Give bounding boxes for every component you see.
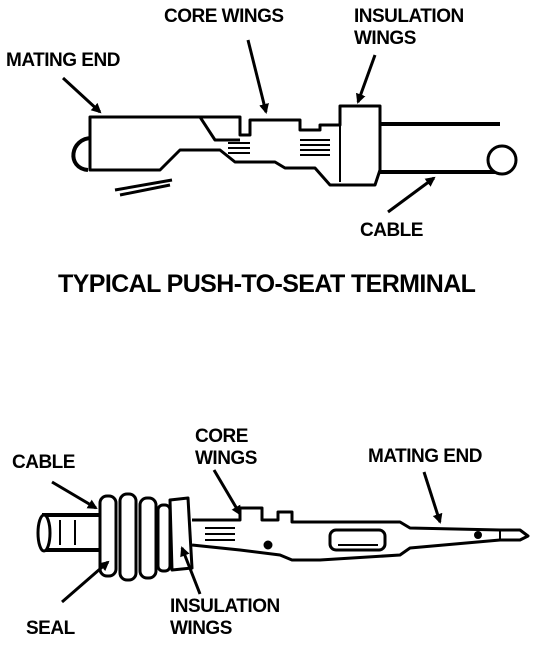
bottom-seal-label: SEAL <box>26 618 75 639</box>
top-cable-label: CABLE <box>360 220 423 241</box>
top-insulation-wings-label: INSULATION WINGS <box>354 6 464 49</box>
bottom-mating-end-label: MATING END <box>368 446 482 467</box>
figure-caption: TYPICAL PUSH-TO-SEAT TERMINAL <box>58 270 476 298</box>
top-mating-end-label: MATING END <box>6 50 120 71</box>
sealed-terminal <box>36 492 530 582</box>
bottom-cable-label: CABLE <box>12 452 75 473</box>
top-core-wings-label: CORE WINGS <box>164 6 284 27</box>
bottom-insulation-wings-label: INSULATION WINGS <box>170 596 280 639</box>
bottom-leader-arrows <box>51 469 443 604</box>
bottom-core-wings-label: CORE WINGS <box>195 426 257 469</box>
push-to-seat-terminal <box>71 104 518 197</box>
top-leader-arrows <box>61 39 436 214</box>
